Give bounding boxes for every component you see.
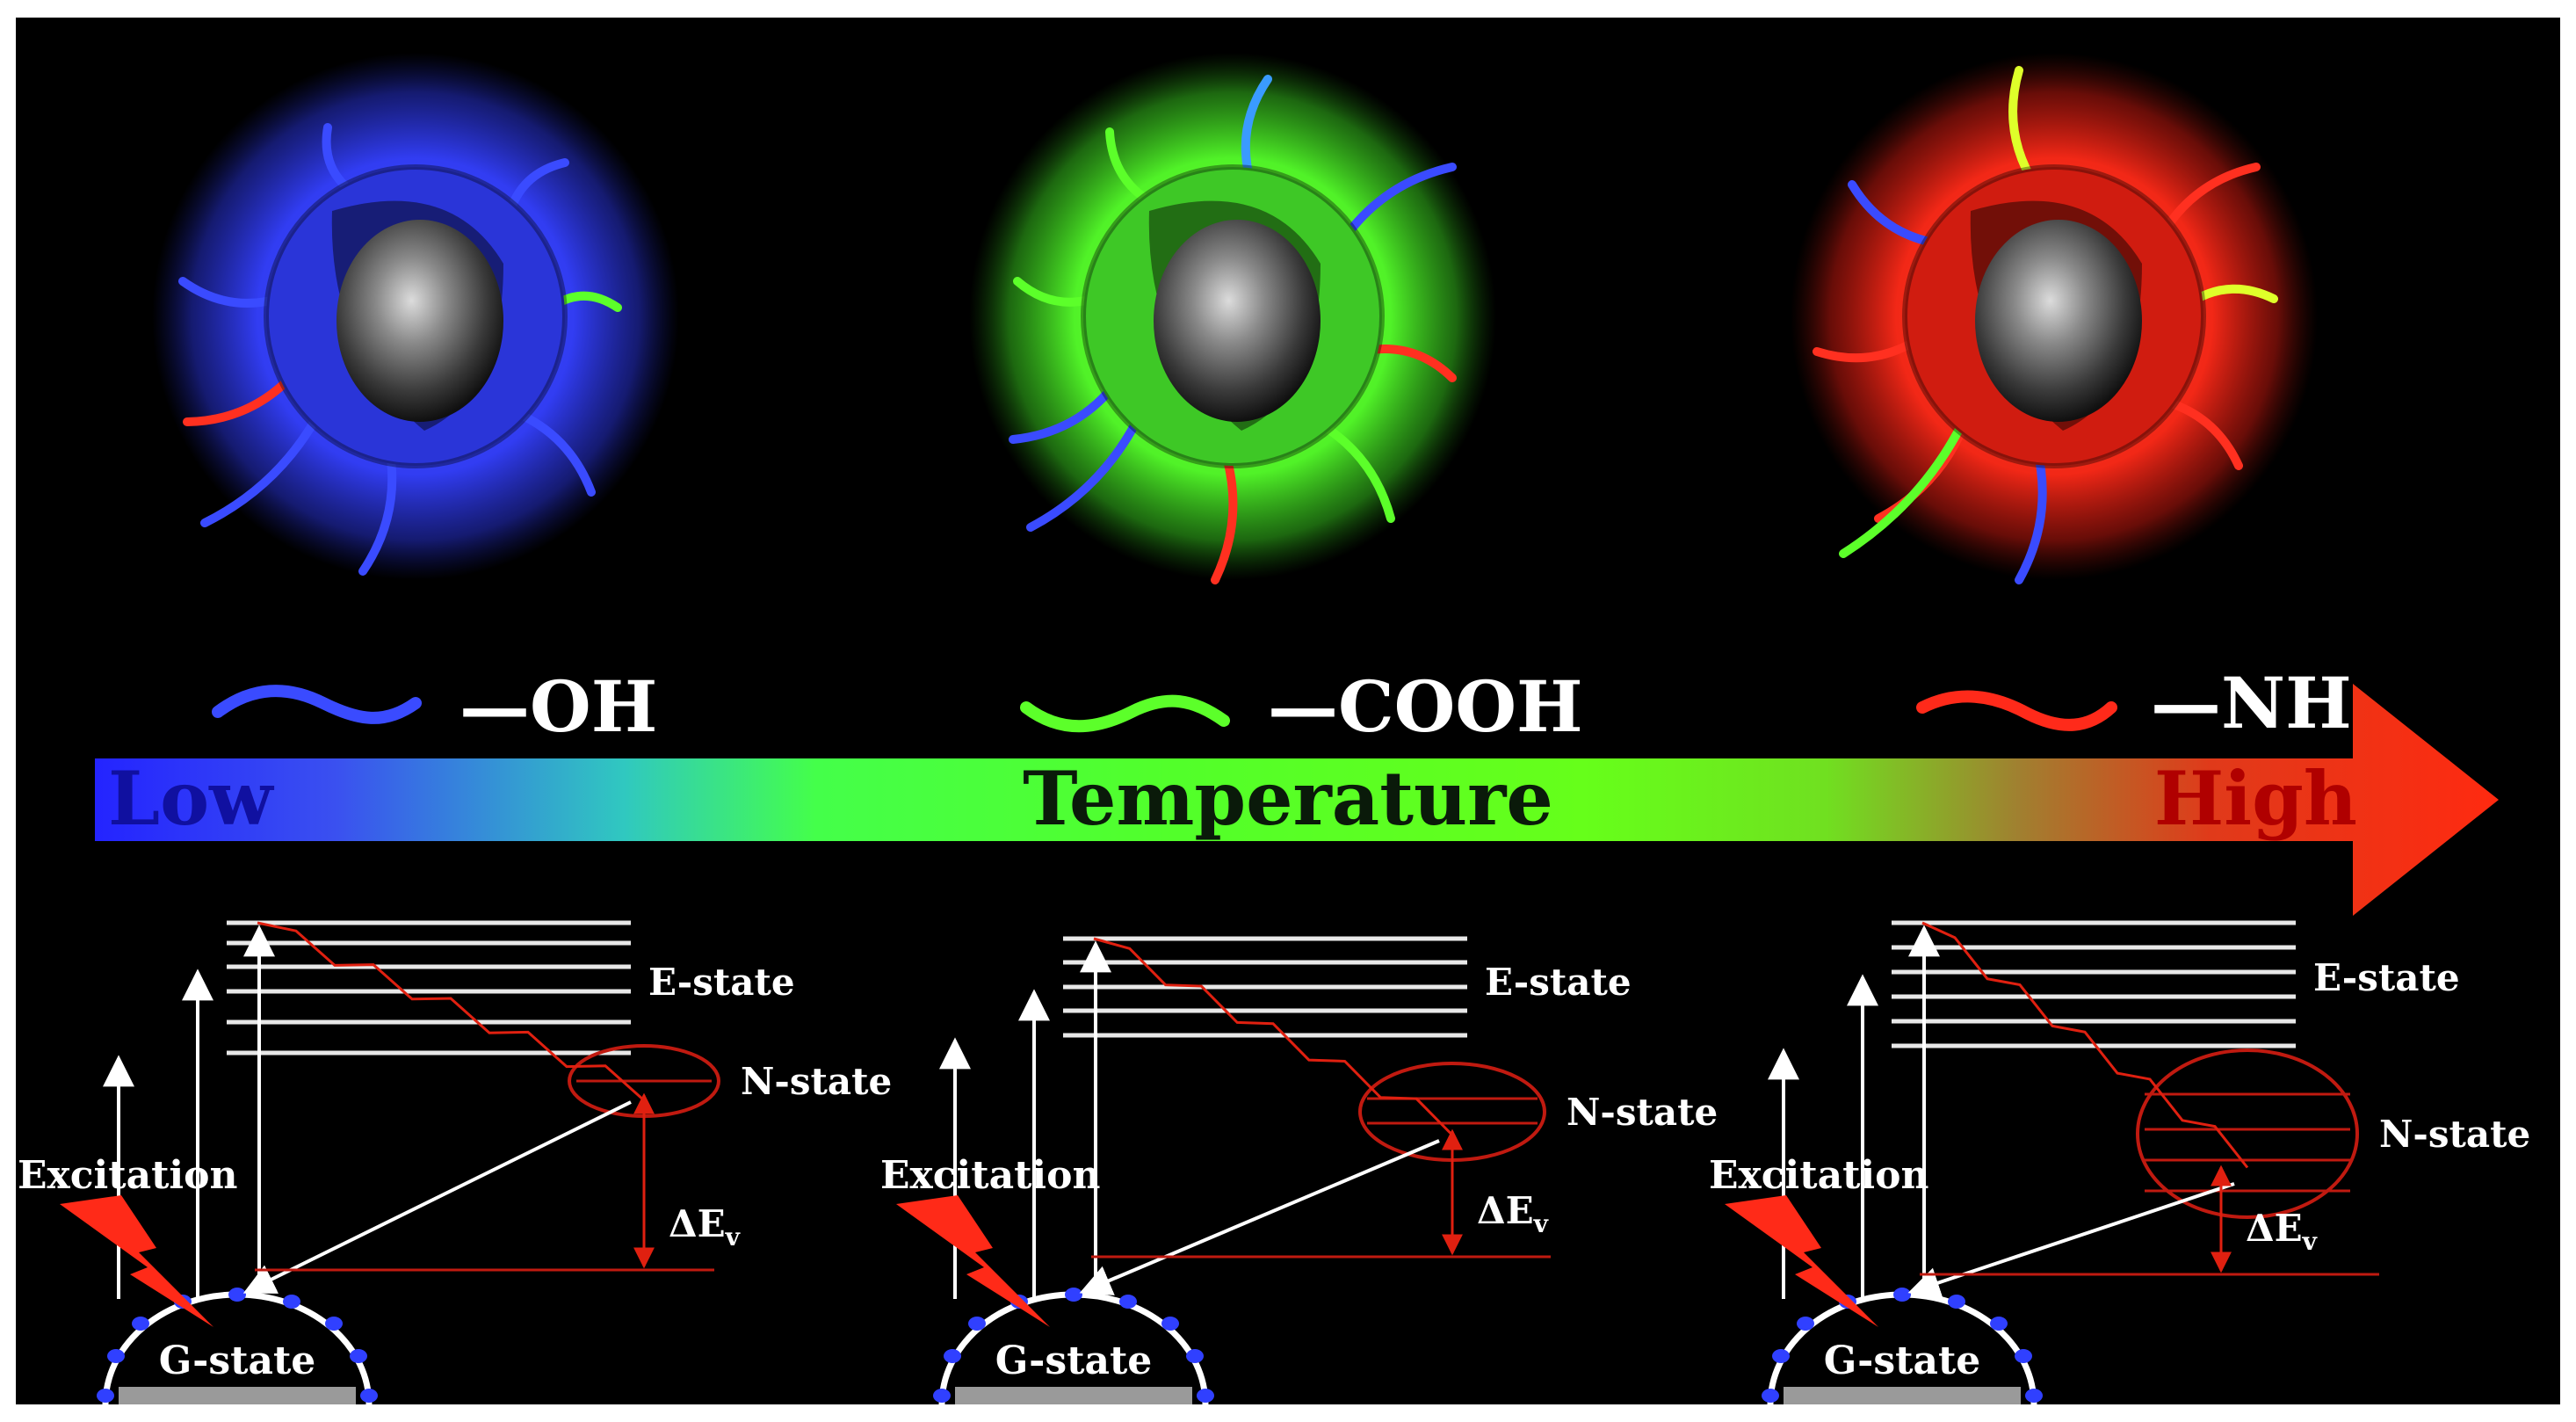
delta-ev-subscript: v — [1533, 1209, 1549, 1238]
excitation-label: Excitation — [880, 1153, 1101, 1198]
svg-text:—NH2: —NH2 — [2151, 662, 2381, 754]
electron-dot — [97, 1389, 114, 1403]
electron-dot — [1197, 1389, 1214, 1403]
emission-arrow — [1079, 1139, 1440, 1295]
electron-dot — [1119, 1295, 1137, 1309]
electron-dot — [2015, 1349, 2032, 1363]
legend-cooh: —COOH — [1020, 665, 1583, 748]
electron-dot — [283, 1295, 300, 1309]
legend-nh2-label: —NH — [2151, 662, 2352, 744]
electron-dot — [1772, 1349, 1790, 1363]
core-sphere — [1975, 220, 2142, 422]
g-state-label: G-state — [995, 1339, 1153, 1383]
n-state-label: N-state — [1567, 1091, 1718, 1134]
temperature-low-label: Low — [108, 755, 274, 842]
electron-dot — [360, 1389, 378, 1403]
diagram-canvas: —OH —COOH —NH2 Low Temperature High E-st… — [16, 18, 2560, 1404]
legend-nh2: —NH2 — [1916, 662, 2381, 754]
g-state-label: G-state — [159, 1339, 316, 1383]
relaxation-path — [1921, 921, 2249, 1169]
g-state-base — [955, 1387, 1192, 1404]
delta-ev-label: ΔE — [2246, 1207, 2303, 1250]
delta-ev-subscript: v — [2302, 1227, 2318, 1256]
electron-dot — [933, 1389, 951, 1403]
electron-dot — [1893, 1288, 1911, 1302]
electron-dot — [107, 1349, 125, 1363]
excitation-lightning-icon — [896, 1195, 1050, 1327]
legend-cooh-chain-icon — [1020, 694, 1230, 733]
electron-dot — [944, 1349, 961, 1363]
legend-oh: —OH — [212, 665, 657, 748]
electron-dot — [1797, 1317, 1814, 1331]
delta-ev-label: ΔE — [669, 1202, 726, 1245]
ligand-chain — [1026, 407, 1147, 532]
g-state-base — [1784, 1387, 2021, 1404]
nanoparticle-row — [152, 53, 2318, 584]
g-state-base — [119, 1387, 356, 1404]
n-state-label: N-state — [741, 1060, 892, 1103]
legend-oh-chain-icon — [212, 685, 422, 724]
core-sphere — [1154, 220, 1321, 422]
relaxation-path — [257, 921, 645, 1102]
e-state-label: E-state — [2313, 956, 2460, 999]
g-state-label: G-state — [1824, 1339, 1981, 1383]
temperature-label: Temperature — [1023, 755, 1553, 842]
svg-text:ΔEv: ΔEv — [669, 1202, 741, 1252]
diagram-svg: —OH —COOH —NH2 Low Temperature High E-st… — [18, 53, 2530, 1404]
legend-nh2-chain-icon — [1916, 690, 2117, 731]
electron-dot — [325, 1317, 343, 1331]
core-sphere — [336, 220, 503, 422]
relaxation-path — [1093, 937, 1454, 1136]
e-state-label: E-state — [648, 961, 795, 1004]
nanoparticle-nh2 — [1791, 53, 2318, 584]
electron-dot — [1762, 1389, 1779, 1403]
ligand-chain — [1839, 410, 1972, 558]
electron-dot — [2025, 1389, 2043, 1403]
electron-dot — [1065, 1288, 1082, 1302]
emission-arrow — [242, 1100, 632, 1294]
e-state-label: E-state — [1485, 961, 1632, 1004]
ligand-chain — [200, 403, 326, 527]
svg-text:ΔEv: ΔEv — [2246, 1207, 2318, 1256]
electron-dot — [132, 1317, 149, 1331]
electron-dot — [1948, 1295, 1965, 1309]
electron-dot — [1990, 1317, 2008, 1331]
emission-arrow — [1907, 1182, 2235, 1298]
excitation-lightning-icon — [60, 1195, 213, 1327]
electron-dot — [350, 1349, 367, 1363]
excitation-label: Excitation — [18, 1153, 238, 1198]
temperature-arrow: Low Temperature High — [95, 684, 2499, 916]
temperature-arrow-shape — [95, 684, 2499, 916]
n-state-ellipse — [2136, 1048, 2359, 1219]
n-state-label: N-state — [2379, 1113, 2530, 1156]
excitation-label: Excitation — [1709, 1153, 1929, 1198]
electron-dot — [1161, 1317, 1179, 1331]
nanoparticle-oh — [152, 53, 679, 580]
delta-ev-label: ΔE — [1477, 1189, 1534, 1232]
legend-cooh-label: —COOH — [1268, 665, 1583, 748]
electron-dot — [1186, 1349, 1204, 1363]
nanoparticle-cooh — [969, 53, 1496, 584]
excitation-lightning-icon — [1725, 1195, 1878, 1327]
legend-oh-label: —OH — [459, 665, 657, 748]
svg-text:ΔEv: ΔEv — [1477, 1189, 1549, 1238]
electron-dot — [228, 1288, 246, 1302]
electron-dot — [968, 1317, 986, 1331]
delta-ev-subscript: v — [725, 1222, 741, 1252]
temperature-high-label: High — [2154, 755, 2357, 842]
